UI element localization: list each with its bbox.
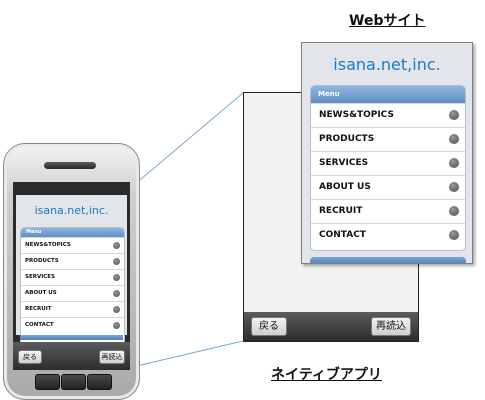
- site-menu-item-news[interactable]: NEWS&TOPICS: [311, 103, 465, 127]
- phone-menu-item-label: NEWS&TOPICS: [25, 242, 71, 248]
- site-menu-item-label: ABOUT US: [319, 182, 371, 192]
- site-menu-footer-strip: [310, 257, 466, 263]
- chevron-right-icon: [449, 110, 459, 120]
- native-reload-button[interactable]: 再読込: [371, 317, 411, 336]
- chevron-right-icon: [113, 322, 120, 329]
- site-menu-item-services[interactable]: SERVICES: [311, 151, 465, 175]
- phone-menu-item-about[interactable]: ABOUT US: [21, 285, 124, 301]
- site-menu-item-about[interactable]: ABOUT US: [311, 175, 465, 199]
- connector-line-lower: [127, 340, 244, 369]
- phone-menu-item-products[interactable]: PRODUCTS: [21, 253, 124, 269]
- chevron-right-icon: [449, 182, 459, 192]
- phone-hardware-button-left[interactable]: [35, 374, 60, 390]
- phone-menu-item-contact[interactable]: CONTACT: [21, 317, 124, 333]
- connector-line-upper: [127, 92, 244, 191]
- site-menu-item-label: SERVICES: [319, 158, 369, 168]
- phone-menu-footer-strip: [20, 335, 123, 340]
- chevron-right-icon: [449, 158, 459, 168]
- phone-back-button[interactable]: 戻る: [18, 350, 42, 364]
- phone-hardware-button-right[interactable]: [87, 374, 112, 390]
- phone-menu-item-label: ABOUT US: [25, 290, 57, 296]
- phone-hardware-button-center[interactable]: [61, 374, 86, 390]
- native-toolbar: 戻る 再読込: [244, 312, 418, 341]
- phone-reload-button[interactable]: 再読込: [99, 350, 125, 364]
- chevron-right-icon: [449, 206, 459, 216]
- phone-screen: isana.net,inc. Menu NEWS&TOPICS PRODUCTS…: [13, 182, 130, 370]
- phone-toolbar: 戻る 再読込: [13, 342, 130, 370]
- native-back-button[interactable]: 戻る: [251, 317, 287, 336]
- phone-menu-item-recruit[interactable]: RECRUIT: [21, 301, 124, 317]
- site-menu-card: Menu NEWS&TOPICS PRODUCTS SERVICES ABOUT…: [310, 85, 466, 251]
- chevron-right-icon: [449, 230, 459, 240]
- phone-device: isana.net,inc. Menu NEWS&TOPICS PRODUCTS…: [3, 143, 140, 400]
- site-menu-item-label: RECRUIT: [319, 206, 363, 216]
- site-menu-item-label: CONTACT: [319, 230, 366, 240]
- phone-menu-item-label: SERVICES: [25, 274, 56, 280]
- chevron-right-icon: [113, 258, 120, 265]
- phone-menu-header: Menu: [21, 228, 124, 237]
- phone-menu-item-label: CONTACT: [25, 322, 54, 328]
- phone-menu-item-news[interactable]: NEWS&TOPICS: [21, 237, 124, 253]
- chevron-right-icon: [113, 274, 120, 281]
- phone-site-title: isana.net,inc.: [34, 204, 109, 217]
- site-menu-item-label: PRODUCTS: [319, 134, 375, 144]
- site-title: isana.net,inc.: [333, 55, 441, 74]
- phone-menu-card: Menu NEWS&TOPICS PRODUCTS SERVICES ABOUT…: [20, 227, 125, 349]
- phone-menu-item-label: RECRUIT: [25, 306, 52, 312]
- chevron-right-icon: [113, 306, 120, 313]
- site-menu-header: Menu: [311, 86, 465, 103]
- chevron-right-icon: [449, 134, 459, 144]
- phone-menu-item-label: PRODUCTS: [25, 258, 59, 264]
- web-site-label: Webサイト: [349, 13, 426, 29]
- chevron-right-icon: [113, 290, 120, 297]
- phone-menu-item-services[interactable]: SERVICES: [21, 269, 124, 285]
- site-menu-item-contact[interactable]: CONTACT: [311, 223, 465, 247]
- native-app-label: ネイティブアプリ: [271, 367, 382, 383]
- phone-speaker: [44, 162, 96, 169]
- site-menu-item-products[interactable]: PRODUCTS: [311, 127, 465, 151]
- site-menu-item-recruit[interactable]: RECRUIT: [311, 199, 465, 223]
- chevron-right-icon: [113, 242, 120, 249]
- site-menu-item-label: NEWS&TOPICS: [319, 110, 394, 120]
- phone-web-view: isana.net,inc. Menu NEWS&TOPICS PRODUCTS…: [16, 195, 127, 349]
- web-site-screen: isana.net,inc. Menu NEWS&TOPICS PRODUCTS…: [301, 42, 473, 264]
